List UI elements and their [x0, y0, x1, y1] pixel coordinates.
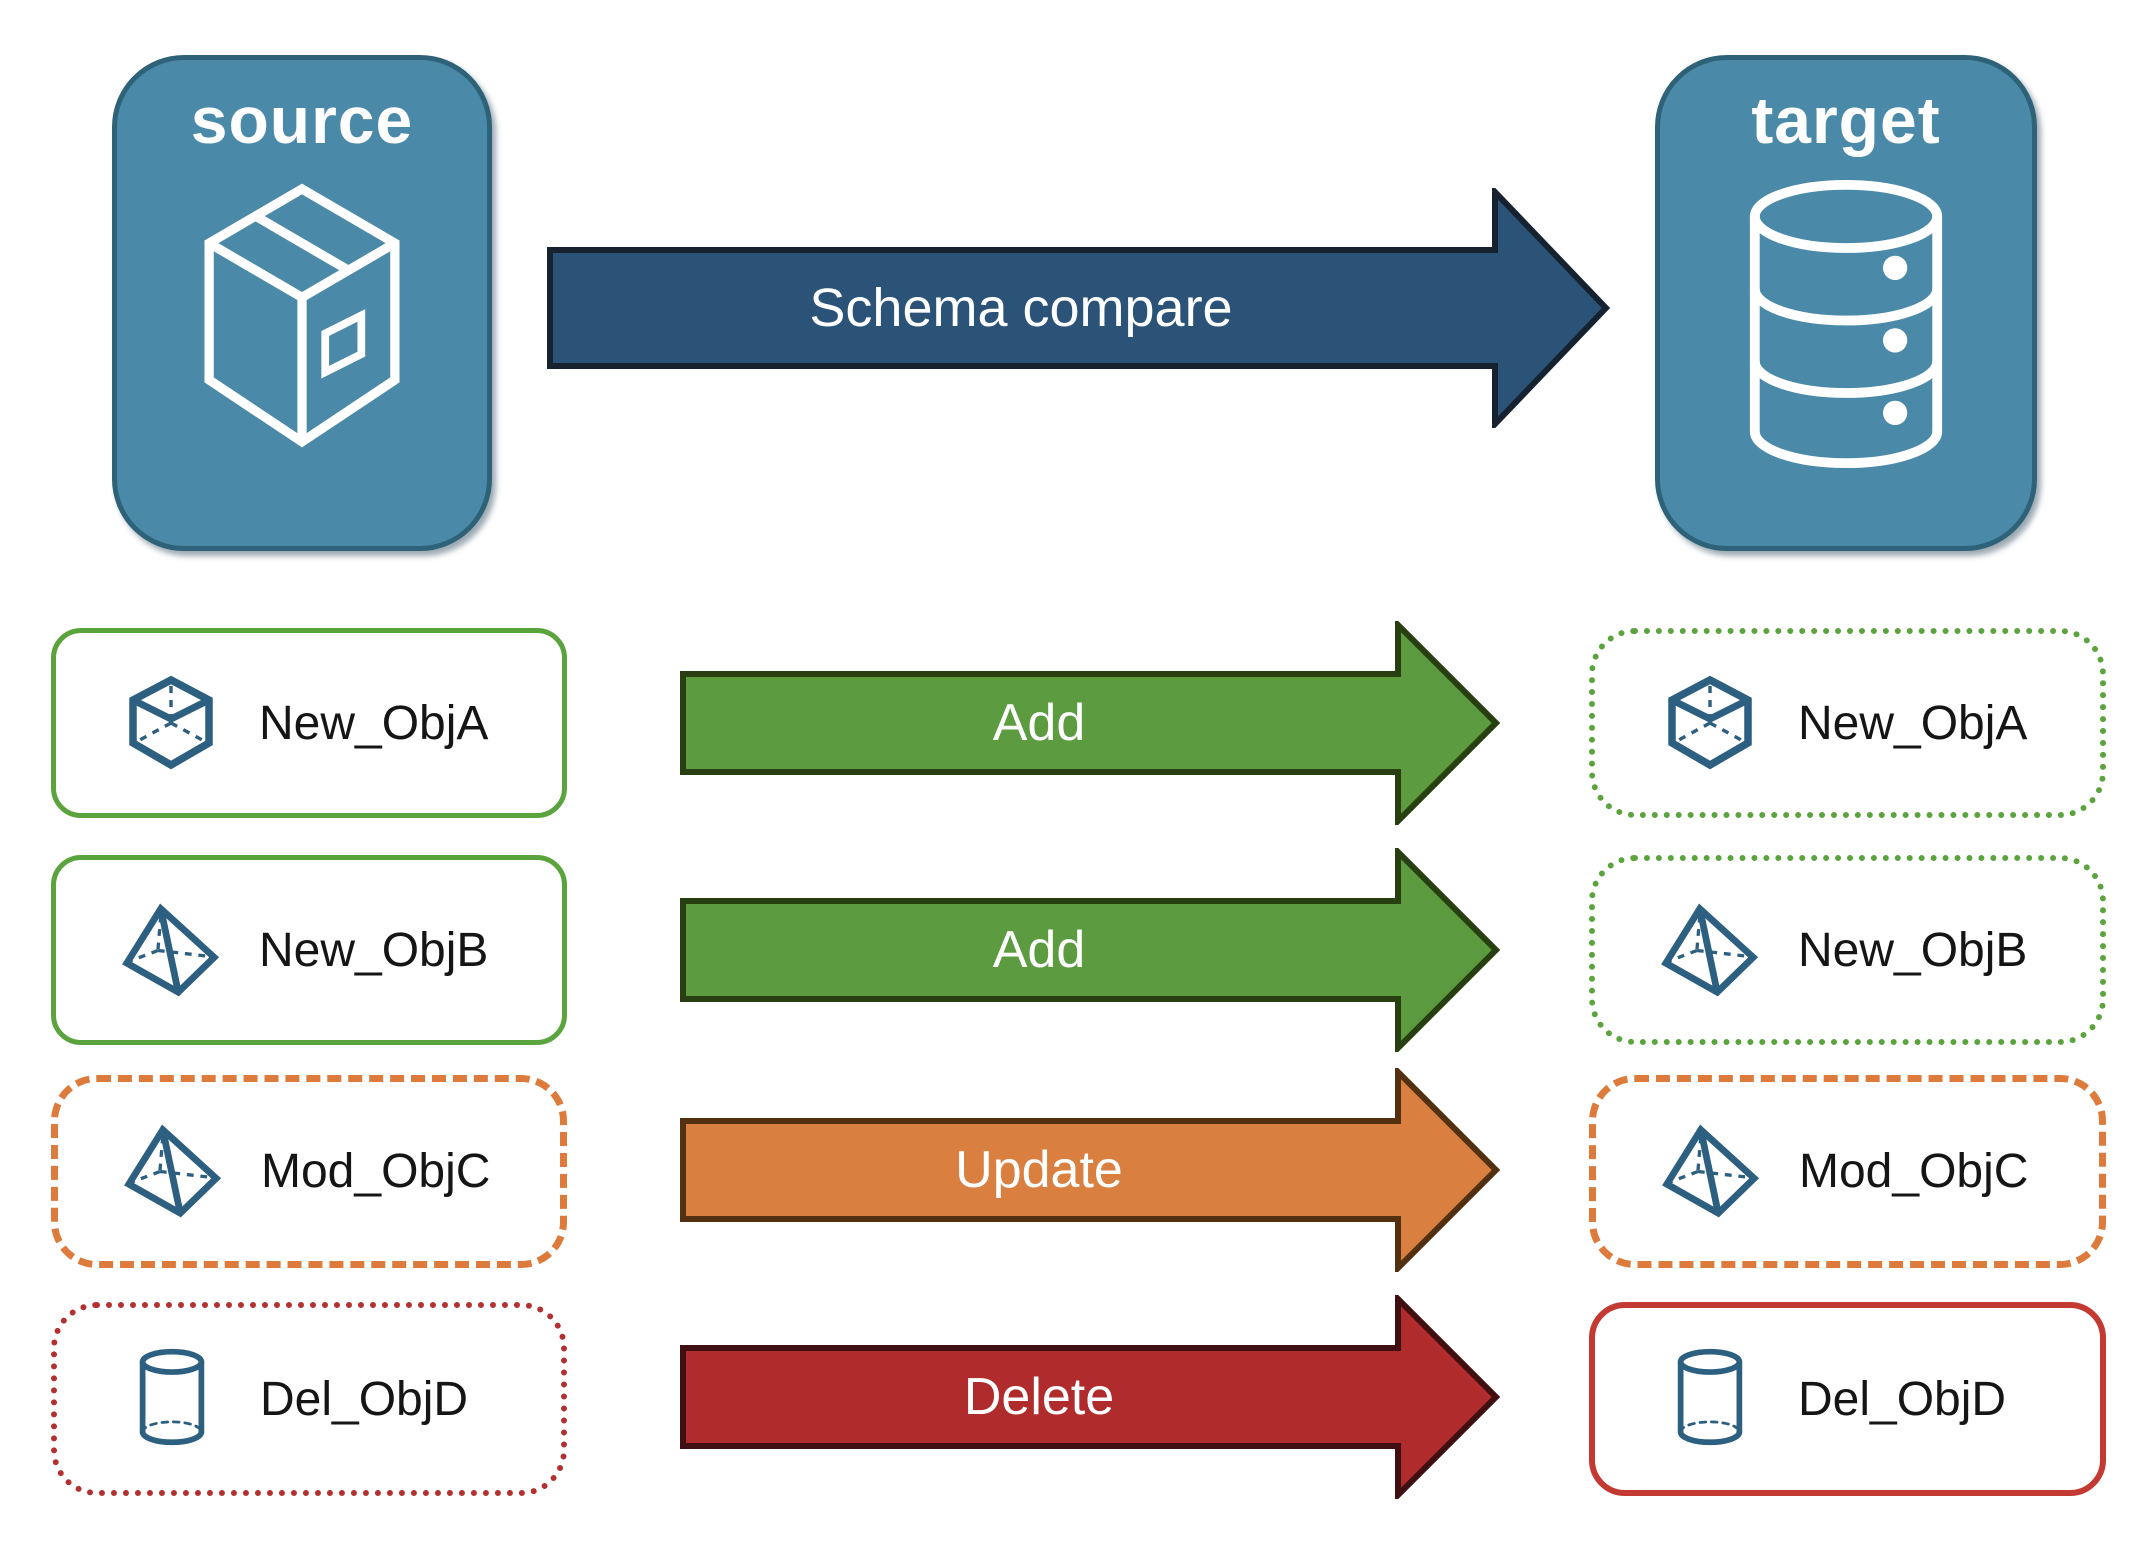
action-arrow-label: Update: [955, 1141, 1123, 1199]
pyramid-icon: [1658, 1117, 1763, 1227]
target-node-label: target: [1751, 83, 1941, 157]
action-arrow-label: Delete: [963, 1368, 1115, 1426]
cube-icon: [118, 668, 223, 778]
action-arrow-update: Update: [680, 1068, 1500, 1272]
source-object-box: Mod_ObjC: [51, 1075, 567, 1268]
cylinder-icon: [119, 1344, 224, 1454]
source-node-label: source: [190, 83, 414, 157]
action-arrow-add: Add: [680, 848, 1500, 1052]
pyramid-icon: [1657, 895, 1762, 1005]
schema-compare-arrow-shape: [547, 188, 1610, 428]
target-node: target: [1655, 55, 2037, 551]
package-icon: [204, 183, 400, 448]
target-object-box: Mod_ObjC: [1589, 1075, 2106, 1268]
object-label: Del_ObjD: [260, 1372, 469, 1426]
object-label: New_ObjB: [1798, 923, 2028, 977]
object-label: Del_ObjD: [1798, 1372, 2007, 1426]
target-object-box: New_ObjA: [1589, 628, 2106, 818]
pyramid-icon: [120, 1117, 225, 1227]
schema-compare-arrow: Schema compare: [547, 188, 1610, 428]
object-label: New_ObjB: [259, 923, 489, 977]
action-arrow-delete: Delete: [680, 1295, 1500, 1499]
object-label: Mod_ObjC: [261, 1145, 491, 1198]
source-object-box: New_ObjA: [51, 628, 567, 818]
source-object-box: New_ObjB: [51, 855, 567, 1045]
pyramid-icon: [118, 895, 223, 1005]
action-arrow-label: Add: [992, 921, 1086, 979]
cylinder-icon: [1657, 1344, 1762, 1454]
action-arrow-add: Add: [680, 621, 1500, 825]
source-object-box: Del_ObjD: [51, 1302, 567, 1496]
object-label: Mod_ObjC: [1799, 1145, 2029, 1198]
object-label: New_ObjA: [259, 696, 489, 750]
database-icon: [1749, 179, 1943, 469]
source-node: source: [112, 55, 492, 551]
target-object-box: Del_ObjD: [1589, 1302, 2106, 1496]
target-object-box: New_ObjB: [1589, 855, 2106, 1045]
cube-icon: [1657, 668, 1762, 778]
schema-compare-arrow-label: Schema compare: [809, 278, 1233, 338]
action-arrow-label: Add: [992, 694, 1086, 752]
object-label: New_ObjA: [1798, 696, 2028, 750]
